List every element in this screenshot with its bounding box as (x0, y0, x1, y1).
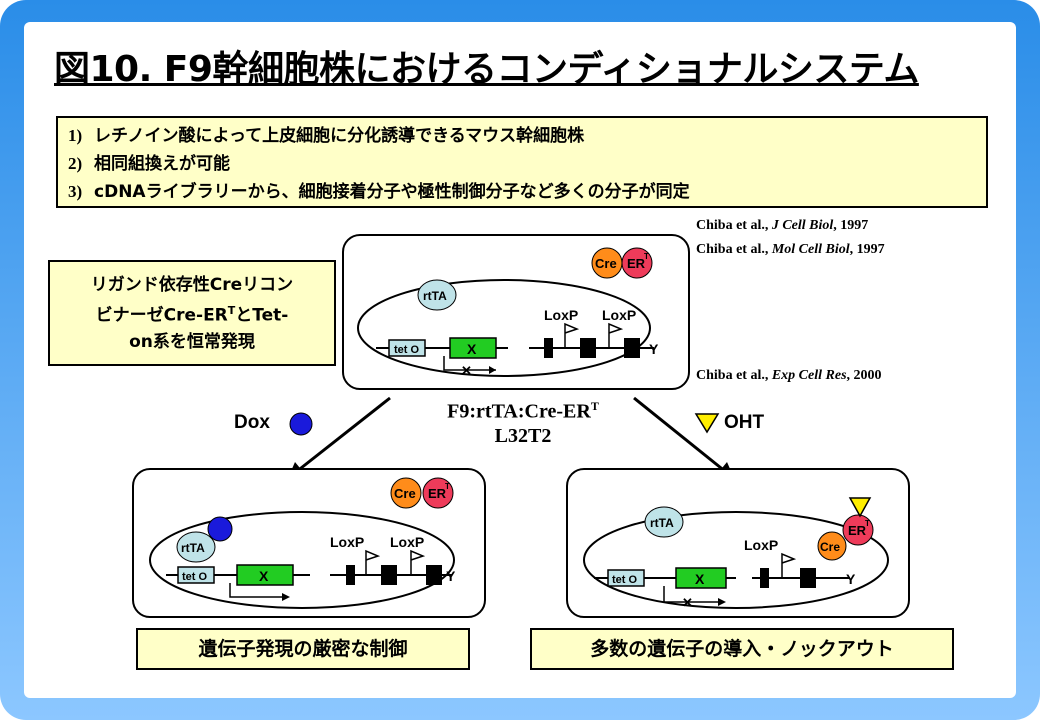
teto-label: tet O (612, 574, 638, 586)
svg-text:✕: ✕ (461, 363, 472, 378)
ligand-line-2: ビナーゼCre-ERTとTet- (95, 304, 289, 326)
er-label: ER (428, 486, 447, 501)
loxp-2-label: LoxP (602, 307, 636, 323)
citation-1: Chiba et al., J Cell Biol, 1997 (696, 218, 869, 233)
teto-promoter (388, 339, 426, 357)
rtta-label: rtTA (650, 516, 674, 530)
ligand-line-1: リガンド依存性Creリコン (90, 275, 294, 295)
dox-cell-diagram: Cre ER T rtTA tet O X (132, 468, 486, 618)
oht-cell-svg: rtTA tet O X ✕ LoxP Y Cre ER T (583, 497, 889, 610)
er-sup: T (644, 252, 649, 261)
nucleus (357, 279, 651, 377)
er-sup: T (445, 482, 450, 491)
gene-x-label: X (259, 568, 269, 584)
oht-molecule-icon (694, 413, 720, 434)
svg-text:✕: ✕ (682, 595, 693, 610)
cre-label: Cre (394, 486, 416, 501)
result-right: 多数の遺伝子の導入・ノックアウト (530, 628, 954, 670)
citation-2: Chiba et al., Mol Cell Biol, 1997 (696, 242, 885, 257)
point-1: 1) レチノイン酸によって上皮細胞に分化誘導できるマウス幹細胞株 (68, 126, 585, 146)
parent-cell-svg: Cre ER T rtTA tet O X ✕ (357, 247, 659, 378)
ligand-line-3: on系を恒常発現 (129, 331, 255, 352)
gene-x (449, 337, 497, 359)
oht-label: OHT (724, 412, 765, 433)
slide-title: 図10. F9幹細胞株におけるコンディショナルシステム (54, 49, 919, 90)
citation-3: Chiba et al., Exp Cell Res, 2000 (696, 368, 882, 383)
teto-label: tet O (182, 571, 208, 583)
cre-label: Cre (595, 256, 617, 271)
oht-bound (848, 497, 872, 518)
loxp-1-label: LoxP (330, 534, 364, 550)
loxp-1-label: LoxP (544, 307, 578, 323)
dox-molecule-icon (289, 412, 313, 436)
result-left: 遺伝子発現の厳密な制御 (136, 628, 470, 670)
slide-content: 図10. F9幹細胞株におけるコンディショナルシステム 1) レチノイン酸によっ… (24, 22, 1016, 698)
dox-bound (207, 516, 233, 542)
point-3: 3) cDNAライブラリーから、細胞接着分子や極性制御分子など多くの分子が同定 (68, 182, 690, 202)
dox-label: Dox (234, 412, 270, 433)
er-protein (621, 247, 653, 279)
point-2: 2) 相同組換えが可能 (68, 154, 231, 174)
ligand-box: リガンド依存性Creリコン ビナーゼCre-ERTとTet- on系を恒常発現 (48, 260, 336, 366)
gene-x-label: X (695, 571, 705, 587)
dox-cell-svg: Cre ER T rtTA tet O X (149, 477, 456, 609)
er-sup: T (865, 519, 870, 528)
er-label: ER (627, 256, 646, 271)
parent-cell-diagram: Cre ER T rtTA tet O X ✕ (342, 234, 690, 390)
y-label: Y (649, 341, 659, 357)
gene-x-label: X (467, 341, 477, 357)
teto-label: tet O (394, 344, 420, 356)
oht-cell-diagram: rtTA tet O X ✕ LoxP Y Cre ER T (566, 468, 910, 618)
loxp-2-label: LoxP (390, 534, 424, 550)
cre-label: Cre (820, 540, 840, 554)
rtta-label: rtTA (181, 541, 205, 555)
rtta-protein (417, 279, 457, 311)
y-label: Y (446, 568, 456, 584)
key-points-box: 1) レチノイン酸によって上皮細胞に分化誘導できるマウス幹細胞株 2) 相同組換… (56, 116, 988, 208)
er-label: ER (848, 523, 867, 538)
cell-line-name: F9:rtTA:Cre-ERT L32T2 (447, 399, 599, 447)
y-label: Y (846, 571, 856, 587)
rtta-label: rtTA (423, 289, 447, 303)
loxp-label: LoxP (744, 537, 778, 553)
